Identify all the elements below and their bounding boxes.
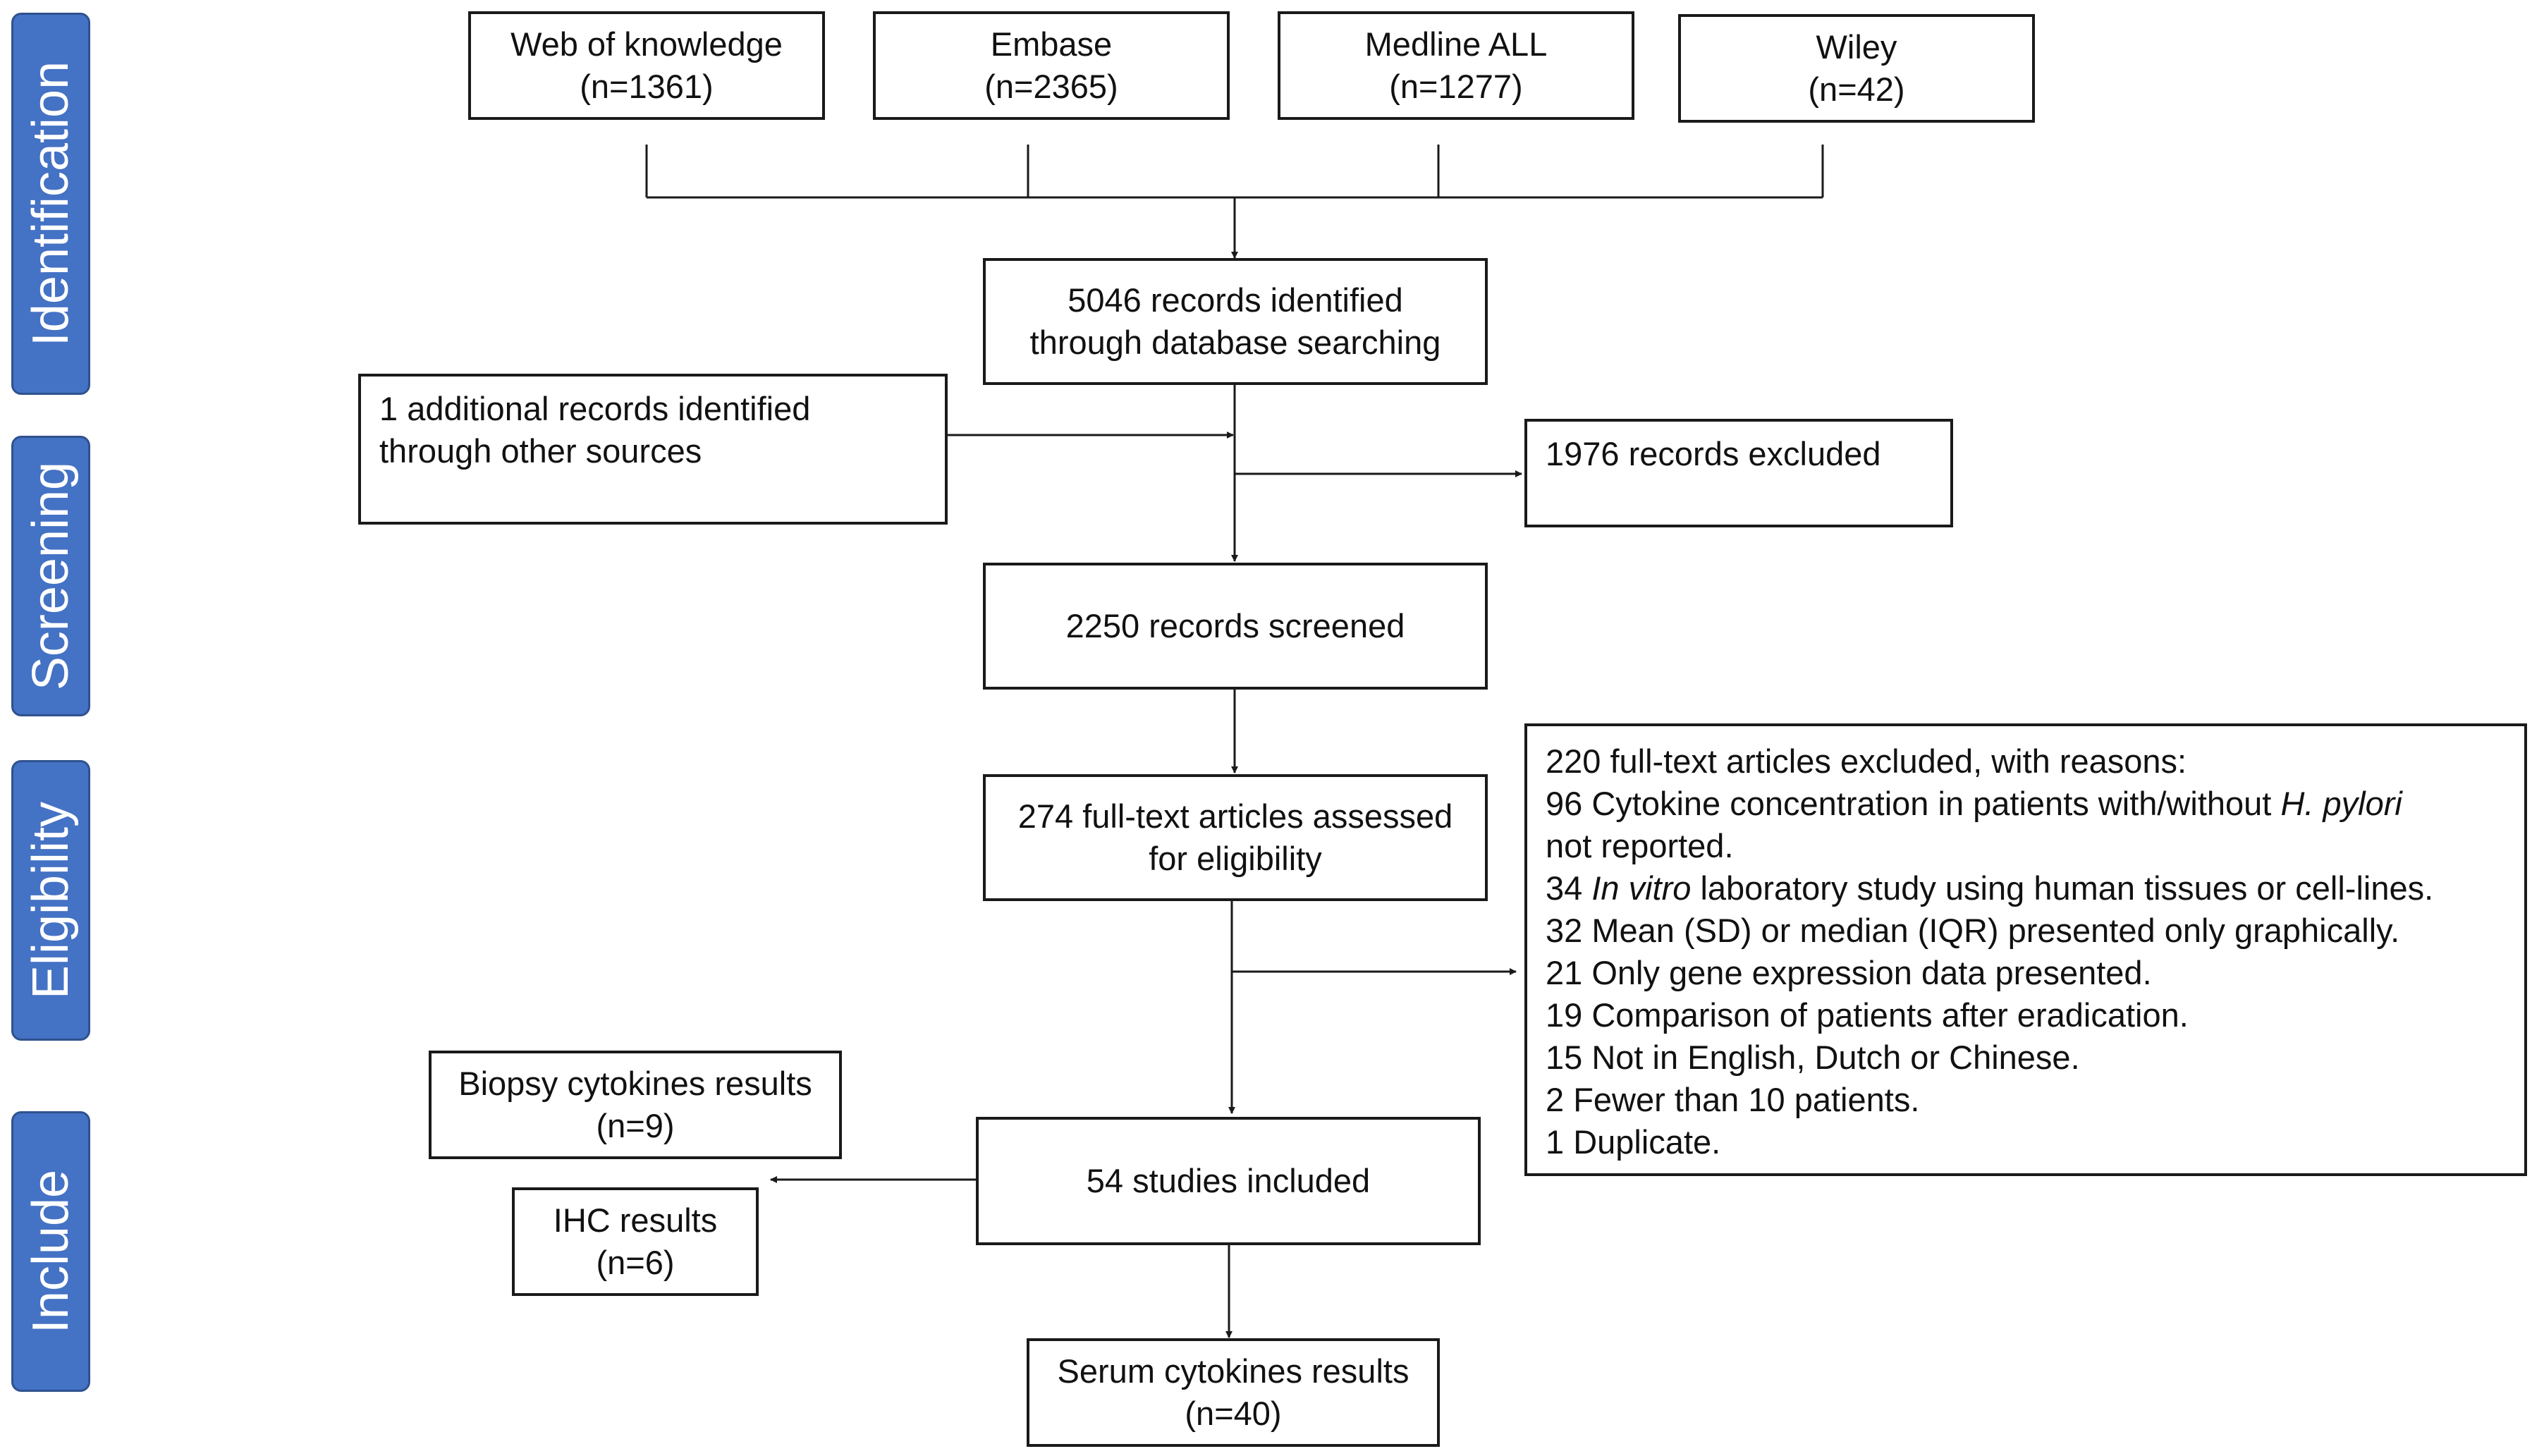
phase-include: Include xyxy=(11,1111,90,1392)
source-embase: Embase (n=2365) xyxy=(873,11,1230,120)
phase-eligibility-label: Eligibility xyxy=(23,801,79,1000)
biopsy-results-box: Biopsy cytokines results (n=9) xyxy=(429,1051,842,1159)
ihc-count: (n=6) xyxy=(596,1244,675,1281)
source-medline-all: Medline ALL (n=1277) xyxy=(1278,11,1634,120)
assessed-line-2: for eligibility xyxy=(1149,840,1322,877)
included-box: 54 studies included xyxy=(976,1117,1481,1245)
reason-2: 2 Fewer than 10 patients. xyxy=(1546,1081,1920,1118)
biopsy-name: Biopsy cytokines results xyxy=(458,1065,812,1102)
source-name: Medline ALL xyxy=(1364,25,1548,63)
source-name: Web of knowledge xyxy=(510,25,783,63)
serum-results-box: Serum cytokines results (n=40) xyxy=(1027,1338,1440,1447)
biopsy-count: (n=9) xyxy=(596,1107,675,1144)
phase-screening: Screening xyxy=(11,436,90,716)
phase-identification-label: Identification xyxy=(23,61,79,347)
ihc-results-box: IHC results (n=6) xyxy=(512,1187,759,1296)
fulltext-excluded-box: 220 full-text articles excluded, with re… xyxy=(1524,723,2527,1176)
source-count: (n=1361) xyxy=(580,68,714,105)
identified-line-1: 5046 records identified xyxy=(1068,281,1403,319)
phase-screening-label: Screening xyxy=(23,461,79,691)
identified-line-2: through database searching xyxy=(1029,324,1441,361)
reason-32: 32 Mean (SD) or median (IQR) presented o… xyxy=(1546,912,2400,949)
additional-line-2: through other sources xyxy=(379,432,702,470)
serum-count: (n=40) xyxy=(1185,1395,1282,1432)
phase-eligibility: Eligibility xyxy=(11,760,90,1041)
additional-records-box: 1 additional records identified through … xyxy=(358,374,948,525)
serum-name: Serum cytokines results xyxy=(1057,1352,1409,1390)
source-count: (n=2365) xyxy=(984,68,1118,105)
reason-21: 21 Only gene expression data presented. xyxy=(1546,954,2152,991)
reason-15: 15 Not in English, Dutch or Chinese. xyxy=(1546,1039,2080,1076)
screened-box: 2250 records screened xyxy=(983,563,1488,690)
excluded-heading: 220 full-text articles excluded, with re… xyxy=(1546,742,2187,780)
identified-box: 5046 records identified through database… xyxy=(983,258,1488,385)
source-wiley: Wiley (n=42) xyxy=(1678,14,2035,123)
reason-19: 19 Comparison of patients after eradicat… xyxy=(1546,996,2189,1034)
source-count: (n=42) xyxy=(1808,71,1905,108)
reason-96-continued: not reported. xyxy=(1546,827,1734,864)
source-web-of-knowledge: Web of knowledge (n=1361) xyxy=(468,11,825,120)
included-text: 54 studies included xyxy=(1086,1162,1371,1199)
ihc-name: IHC results xyxy=(553,1201,718,1239)
additional-line-1: 1 additional records identified xyxy=(379,390,811,427)
source-name: Wiley xyxy=(1816,28,1897,66)
reason-1: 1 Duplicate. xyxy=(1546,1123,1721,1161)
phase-include-label: Include xyxy=(23,1169,79,1334)
records-excluded-box: 1976 records excluded xyxy=(1524,419,1953,527)
assessed-line-1: 274 full-text articles assessed xyxy=(1017,797,1453,835)
assessed-box: 274 full-text articles assessed for elig… xyxy=(983,774,1488,901)
reason-96: 96 Cytokine concentration in patients wi… xyxy=(1546,785,2402,822)
source-count: (n=1277) xyxy=(1389,68,1523,105)
reason-34: 34 In vitro laboratory study using human… xyxy=(1546,869,2434,907)
screened-text: 2250 records screened xyxy=(1065,607,1405,644)
records-excluded-text: 1976 records excluded xyxy=(1546,435,1881,472)
source-name: Embase xyxy=(990,25,1113,63)
phase-identification: Identification xyxy=(11,13,90,395)
